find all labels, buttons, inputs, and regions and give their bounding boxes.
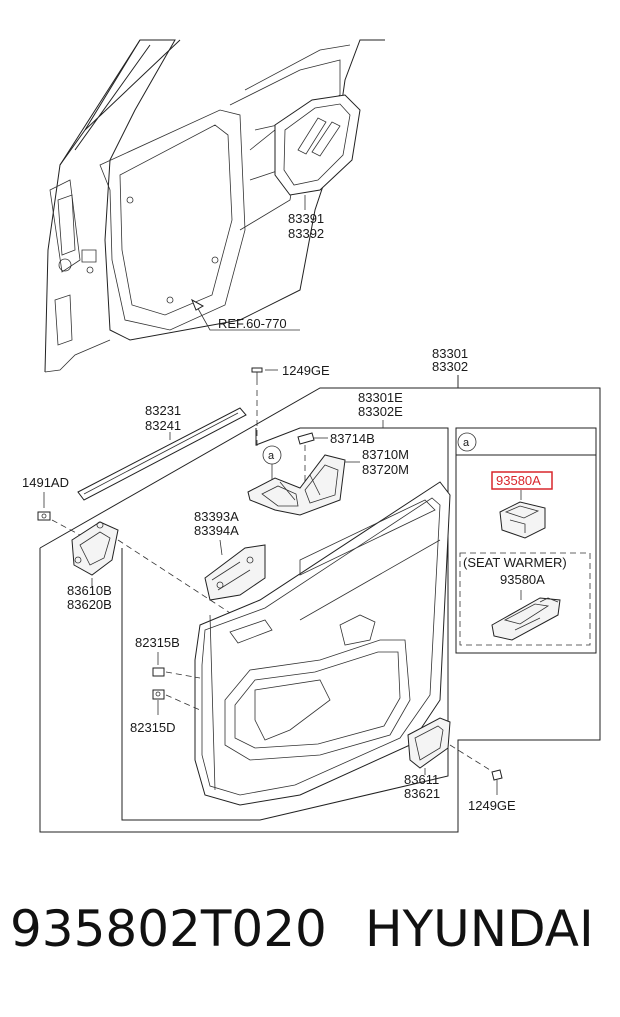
callout-83302: 83302 bbox=[432, 359, 468, 374]
door-body-frame bbox=[44, 39, 385, 373]
fastener-1491ad bbox=[37, 511, 51, 521]
callout-83241: 83241 bbox=[145, 418, 181, 433]
clip-82315b bbox=[152, 667, 165, 677]
callout-83394a: 83394A bbox=[194, 523, 239, 538]
seat-warmer-box bbox=[459, 552, 591, 646]
callout-83302e: 83302E bbox=[358, 404, 403, 419]
callout-83610b: 83610B bbox=[67, 583, 112, 598]
clip-83714b bbox=[297, 432, 315, 445]
clip-82315d bbox=[152, 689, 165, 700]
seat-warmer-switch-part bbox=[491, 597, 561, 641]
callout-1491ad: 1491AD bbox=[22, 475, 69, 490]
detail-box bbox=[455, 427, 597, 654]
callout-83714b: 83714B bbox=[330, 431, 375, 446]
inner-panel-outline bbox=[121, 427, 449, 821]
callout-83621: 83621 bbox=[404, 786, 440, 801]
door-trim-panel bbox=[194, 481, 451, 806]
callout-93580a: 93580A bbox=[500, 572, 545, 587]
parts-diagram: 83391 83392 REF.60-770 83301 83302 83301… bbox=[22, 39, 601, 833]
handle-bezel-part bbox=[407, 717, 451, 769]
highlight-part-number: 93580A bbox=[496, 473, 541, 488]
callout-83620b: 83620B bbox=[67, 597, 112, 612]
circle-a-main-label: a bbox=[268, 450, 275, 462]
circle-a-box-label: a bbox=[463, 437, 470, 449]
callout-1249ge-top: 1249GE bbox=[282, 363, 330, 378]
inside-handle-part bbox=[71, 521, 119, 576]
switch-bezel-part bbox=[247, 454, 346, 516]
callout-1249ge-bottom: 1249GE bbox=[468, 798, 516, 813]
circle-a-box bbox=[457, 432, 477, 452]
callout-83710m: 83710M bbox=[362, 447, 409, 462]
callout-82315b: 82315B bbox=[135, 635, 180, 650]
callout-83301e: 83301E bbox=[358, 390, 403, 405]
callout-ref: REF.60-770 bbox=[218, 316, 287, 331]
main-assembly-outline bbox=[39, 375, 601, 833]
callout-83393a: 83393A bbox=[194, 509, 239, 524]
highlight-box bbox=[491, 471, 553, 490]
part-number: 935802T020 bbox=[10, 900, 327, 958]
seat-warmer-label: (SEAT WARMER) bbox=[463, 555, 567, 570]
footer: 935802T020 HYUNDAI bbox=[0, 900, 620, 980]
weatherstrip-part bbox=[77, 407, 247, 501]
callout-83231: 83231 bbox=[145, 403, 181, 418]
bracket-part bbox=[204, 544, 266, 601]
callout-83392: 83392 bbox=[288, 226, 324, 241]
screw-bottom bbox=[491, 769, 503, 795]
seal-pad-part bbox=[274, 94, 361, 196]
callout-83301: 83301 bbox=[432, 346, 468, 361]
callout-83611: 83611 bbox=[404, 772, 439, 787]
callout-83720m: 83720M bbox=[362, 462, 409, 477]
window-switch-part bbox=[499, 501, 546, 539]
callout-82315d: 82315D bbox=[130, 720, 176, 735]
brand-name: HYUNDAI bbox=[365, 900, 594, 958]
screw-top bbox=[251, 367, 263, 385]
callout-83391: 83391 bbox=[288, 211, 324, 226]
